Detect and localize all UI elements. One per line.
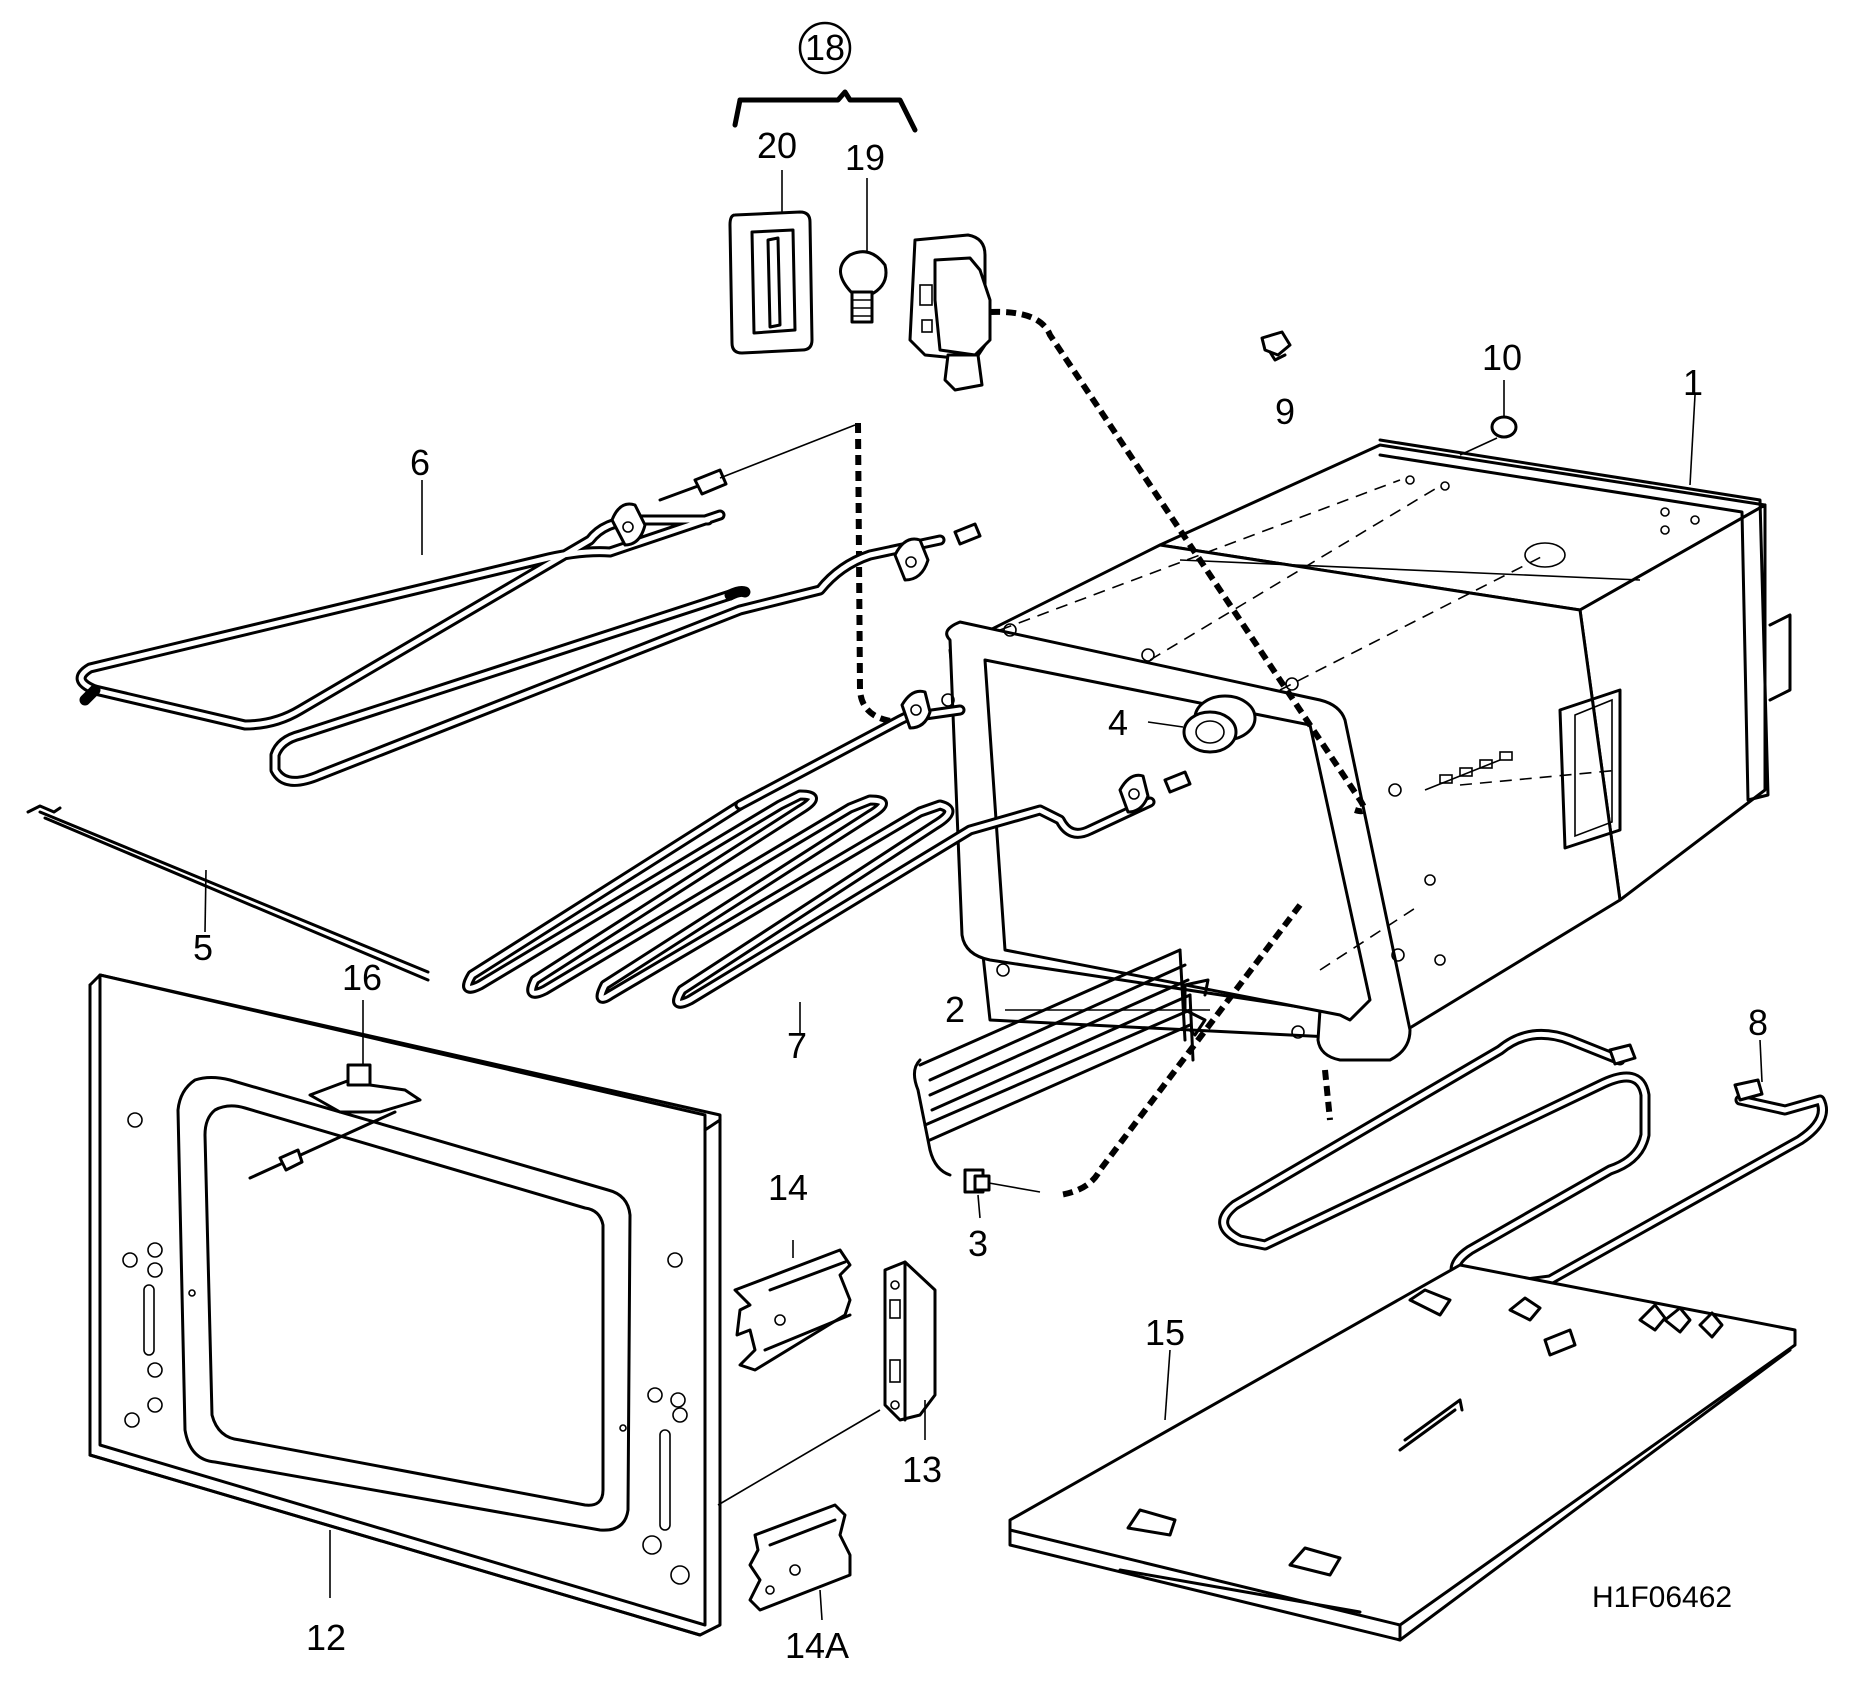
callout-circle-18 [798,21,852,75]
wiring-harness [855,308,1367,1198]
part-hinge-plate [717,1260,937,1506]
part-oven-cavity [941,438,1792,1062]
leader-3 [977,1194,981,1219]
part-hinge-bracket-upper [733,1240,852,1372]
part-bottom-tray [1008,1263,1797,1642]
callout-19: 19 [845,137,885,178]
callout-6: 6 [410,442,430,483]
callout-9: 9 [1275,391,1295,432]
callout-13: 13 [902,1449,942,1490]
assembly-lines [999,479,1641,971]
part-hinge-bracket-lower [748,1503,852,1621]
part-door-latch [248,1000,422,1180]
callout-20: 20 [757,125,797,166]
callout-16: 16 [342,957,382,998]
callout-7: 7 [787,1025,807,1066]
callout-4: 4 [1108,702,1128,743]
callout-5: 5 [193,927,213,968]
part-socket [1147,694,1257,754]
part-connector [963,1168,1041,1194]
callout-3: 3 [968,1223,988,1264]
part-lamp-assembly [728,89,992,392]
part-bottom-element [1218,1028,1828,1296]
part-rear-element [913,948,1195,1177]
part-door-frame [88,973,722,1637]
callout-2: 2 [945,989,965,1030]
part-rod [26,804,430,982]
callout-12: 12 [306,1617,346,1658]
part-clip [1260,330,1292,362]
callout-1: 1 [1683,362,1703,403]
diagram-code: H1F06462 [1592,1581,1732,1614]
callout-8: 8 [1748,1002,1768,1043]
leader-1 [1689,394,1696,486]
part-nut [1459,380,1518,456]
callout-15: 15 [1145,1312,1185,1353]
callout-18: 18 [805,27,845,68]
callout-10: 10 [1482,337,1522,378]
part-upper-element [75,424,982,787]
part-lower-element [462,689,1192,1035]
callout-14: 14 [768,1167,808,1208]
callout-14a: 14A [785,1625,849,1666]
